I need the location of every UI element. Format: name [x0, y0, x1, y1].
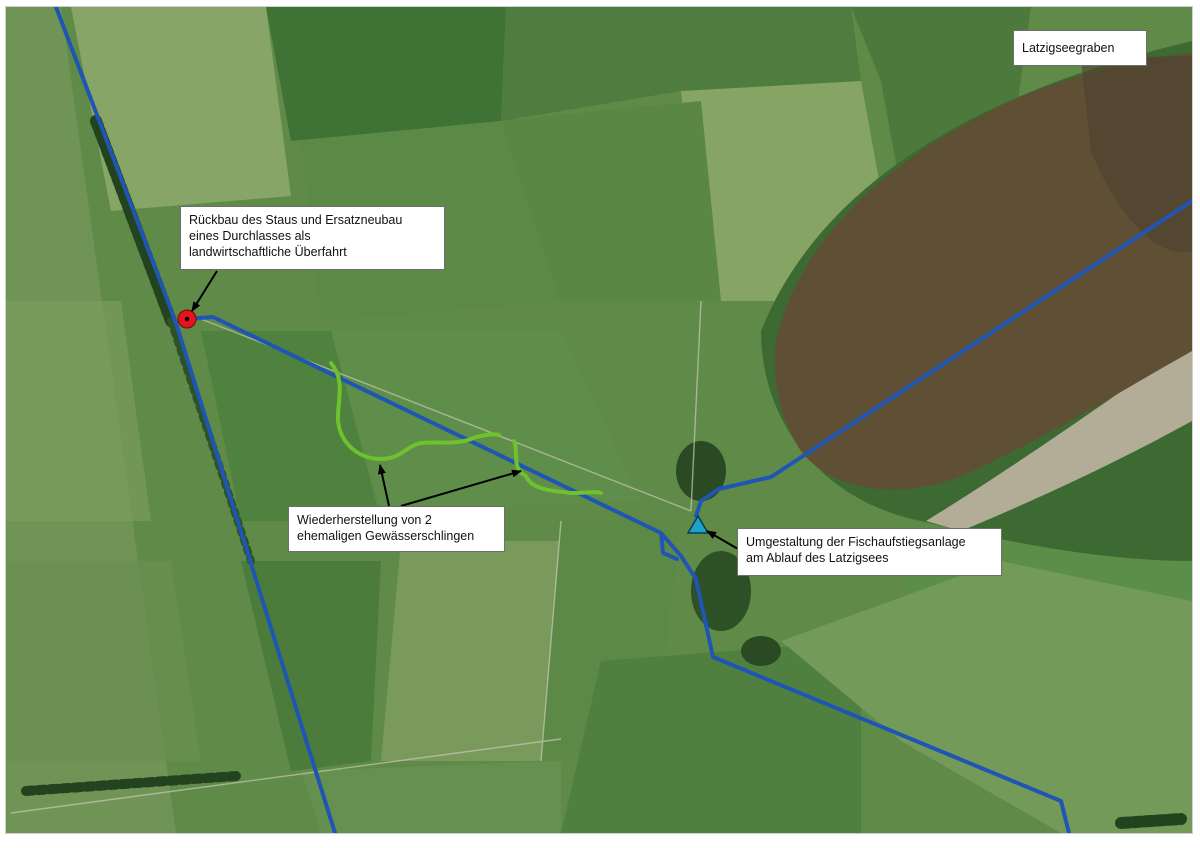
latzigseegraben-line — [185, 315, 1071, 833]
callout-line: landwirtschaftliche Überfahrt — [189, 245, 347, 259]
latzigseegraben-label: Latzigseegraben — [1013, 30, 1147, 66]
arrow-fischaufstieg — [706, 530, 739, 550]
arrow-schlingen-1 — [378, 464, 390, 507]
restored-loop-2 — [512, 439, 603, 495]
fischaufstieg-callout: Umgestaltung der Fischaufstiegsanlage am… — [737, 528, 1002, 576]
junction-spur — [659, 531, 679, 561]
red-circle-icon[interactable] — [177, 309, 197, 329]
schlingen-callout: Wiederherstellung von 2 ehemaligen Gewäs… — [288, 506, 505, 552]
lake-shade — [1081, 56, 1192, 253]
map-frame[interactable] — [5, 6, 1193, 834]
outflow-link — [694, 499, 703, 518]
lake-latzigsee — [774, 53, 1192, 490]
callout-line: am Ablauf des Latzigsees — [746, 551, 889, 565]
label-text: Latzigseegraben — [1022, 41, 1115, 55]
rueckbau-callout: Rückbau des Staus und Ersatzneubau eines… — [180, 206, 445, 270]
aerial-map[interactable] — [6, 7, 1192, 833]
tree-rows — [21, 115, 1187, 829]
callout-line: Wiederherstellung von 2 — [297, 513, 432, 527]
callout-line: eines Durchlasses als — [189, 229, 311, 243]
restored-loops — [329, 361, 603, 495]
callout-line: Umgestaltung der Fischaufstiegsanlage — [746, 535, 966, 549]
arrow-rueckbau — [191, 270, 218, 312]
callout-line: Rückbau des Staus und Ersatzneubau — [189, 213, 403, 227]
lake-outflow-line — [699, 199, 1192, 503]
arrow-schlingen-2 — [400, 469, 522, 507]
callout-line: ehemaligen Gewässerschlingen — [297, 529, 475, 543]
water-network — [54, 7, 1192, 833]
restored-loop-1 — [329, 361, 501, 461]
blue-triangle-icon[interactable] — [686, 514, 710, 534]
callout-arrows — [191, 270, 739, 550]
western-ditch — [54, 7, 337, 833]
